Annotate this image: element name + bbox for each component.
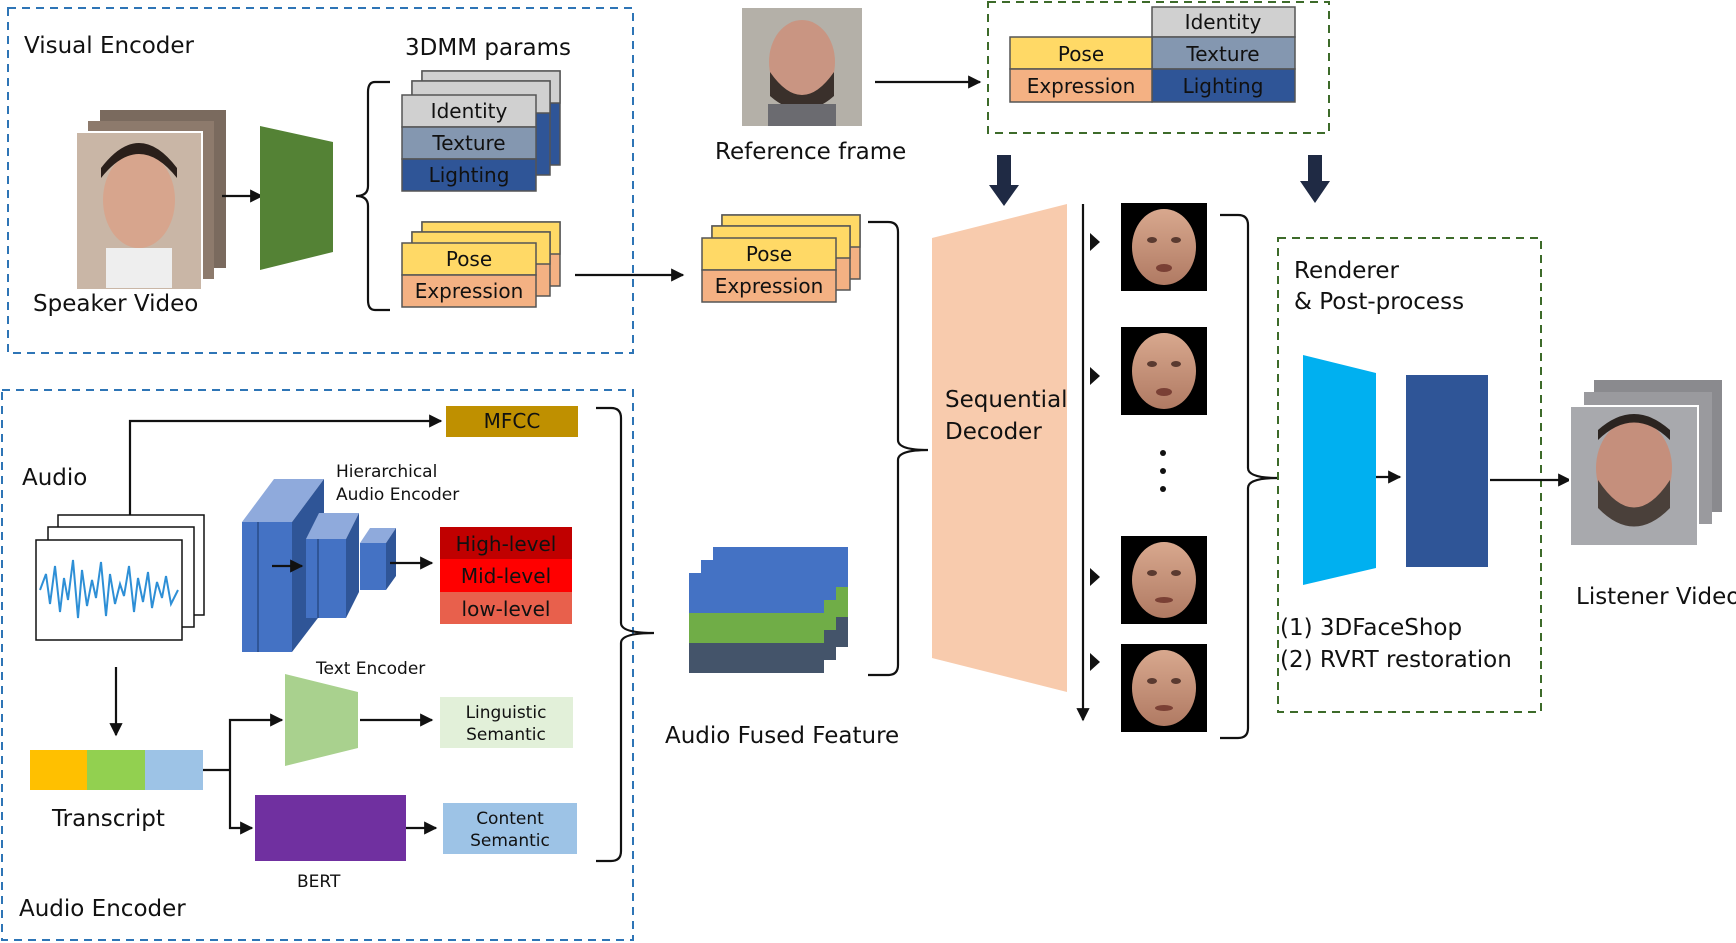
hier-encoder-label-1: Hierarchical xyxy=(336,462,437,482)
decoder-label-line1: Sequential xyxy=(945,387,1068,413)
transcript-label: Transcript xyxy=(51,806,165,832)
reference-params-box xyxy=(987,1,1330,134)
visual-expression-label: Expression xyxy=(415,279,524,303)
ellipsis-dot xyxy=(1160,468,1166,474)
reference-frame-image xyxy=(742,8,862,126)
listener-video-label: Listener Video xyxy=(1576,584,1736,610)
middle-pose-stack xyxy=(701,214,861,303)
linguistic-label-2: Semantic xyxy=(466,725,546,745)
renderer-input-brace xyxy=(1220,213,1279,740)
high-level-box xyxy=(440,527,572,559)
generated-face-4 xyxy=(1121,644,1207,732)
timeline-arrowheads xyxy=(1083,233,1100,671)
speaker-video-label: Speaker Video xyxy=(33,291,198,317)
down-arrow-decoder xyxy=(989,155,1019,206)
content-label-1: Content xyxy=(476,809,544,829)
low-level-box xyxy=(440,592,572,624)
high-level-label: High-level xyxy=(456,532,557,556)
mfcc-label: MFCC xyxy=(484,409,541,433)
visual-pose-stack xyxy=(401,221,561,308)
low-level-label: low-level xyxy=(462,597,551,621)
transcript-token-3 xyxy=(145,750,203,790)
visual-lighting-label: Lighting xyxy=(429,163,510,187)
mfcc-box xyxy=(446,406,578,437)
visual-identity-label: Identity xyxy=(431,99,508,123)
mid-level-box xyxy=(440,559,572,592)
renderer-box xyxy=(1277,237,1542,713)
text-encoder-label: Text Encoder xyxy=(315,659,425,679)
transcript-token-1 xyxy=(30,750,87,790)
audio-encoder-title: Audio Encoder xyxy=(19,896,186,922)
linguistic-semantic-box xyxy=(440,697,573,748)
ref-pose-label: Pose xyxy=(1058,42,1104,66)
transcript-token-2 xyxy=(87,750,145,790)
ref-expression-label: Expression xyxy=(1027,74,1136,98)
visual-texture-label: Texture xyxy=(431,131,505,155)
audio-fused-feature xyxy=(689,547,848,673)
params-brace xyxy=(355,80,390,312)
linguistic-label-1: Linguistic xyxy=(466,703,547,723)
ellipsis-dot xyxy=(1160,486,1166,492)
audio-waveform xyxy=(35,514,205,641)
text-encoder xyxy=(285,674,358,766)
listener-video-frames xyxy=(1569,380,1722,547)
renderer-title-line1: Renderer xyxy=(1294,258,1400,284)
post-process-network xyxy=(1406,375,1488,567)
renderer-network xyxy=(1303,355,1376,585)
content-semantic-box xyxy=(443,803,577,854)
3dmm-params-title: 3DMM params xyxy=(405,35,571,61)
visual-identity-stack xyxy=(401,70,561,192)
ellipsis-dot xyxy=(1160,450,1166,456)
down-arrow-renderer xyxy=(1300,155,1330,203)
visual-pose-label: Pose xyxy=(446,247,492,271)
audio-output-brace xyxy=(596,406,655,863)
visual-encoder-trapezoid xyxy=(260,126,333,270)
middle-pose-label: Pose xyxy=(746,242,792,266)
content-label-2: Semantic xyxy=(470,831,550,851)
audio-label: Audio xyxy=(22,465,87,491)
hierarchical-audio-encoder xyxy=(242,479,396,652)
audio-encoder-box xyxy=(1,389,634,941)
speaker-video-frames xyxy=(75,110,226,291)
ref-identity-label: Identity xyxy=(1185,10,1262,34)
ref-texture-label: Texture xyxy=(1185,42,1259,66)
renderer-title-line2: & Post-process xyxy=(1294,289,1464,315)
bert-block xyxy=(255,795,406,861)
decoder-label-line2: Decoder xyxy=(945,419,1042,445)
decoder-input-brace xyxy=(868,220,929,677)
generated-face-2 xyxy=(1121,327,1207,415)
speaker-face-image xyxy=(103,152,175,248)
visual-encoder-title: Visual Encoder xyxy=(24,33,195,59)
generated-face-1 xyxy=(1121,203,1207,291)
sequential-decoder xyxy=(932,204,1067,692)
generated-face-3 xyxy=(1121,536,1207,624)
ref-lighting-label: Lighting xyxy=(1183,74,1264,98)
renderer-item-1: (1) 3DFaceShop xyxy=(1280,615,1462,641)
hier-encoder-label-2: Audio Encoder xyxy=(336,485,459,505)
bert-label: BERT xyxy=(297,872,341,892)
renderer-item-2: (2) RVRT restoration xyxy=(1280,647,1512,673)
reference-frame-label: Reference frame xyxy=(715,139,906,165)
visual-encoder-box xyxy=(7,7,634,354)
mid-level-label: Mid-level xyxy=(461,564,551,588)
audio-fused-feature-label: Audio Fused Feature xyxy=(665,723,899,749)
middle-expression-label: Expression xyxy=(715,274,824,298)
